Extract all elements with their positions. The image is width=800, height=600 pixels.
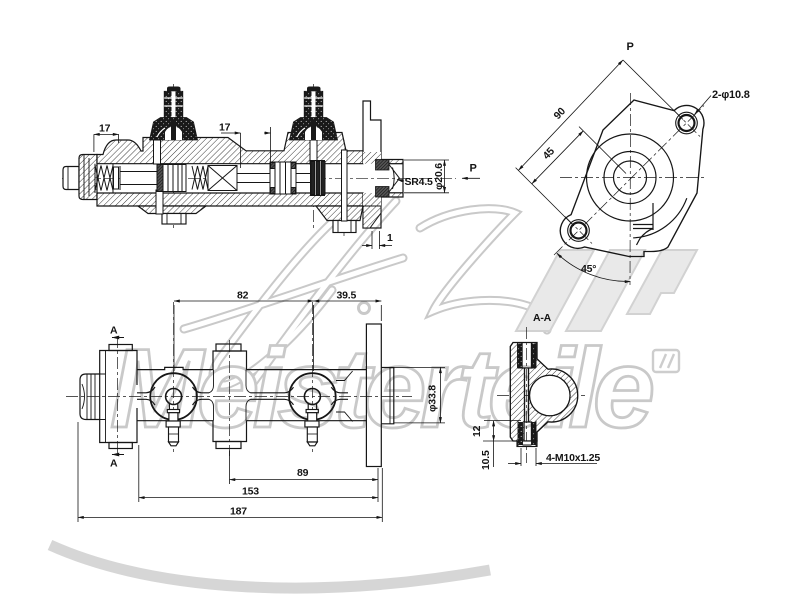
svg-text:17: 17 xyxy=(219,122,231,134)
svg-text:39.5: 39.5 xyxy=(337,290,357,302)
svg-text:4-M10x1.25: 4-M10x1.25 xyxy=(546,452,600,464)
svg-text:153: 153 xyxy=(242,486,259,498)
svg-text:A: A xyxy=(110,325,118,337)
svg-text:1: 1 xyxy=(387,232,393,244)
svg-text:10.5: 10.5 xyxy=(480,450,492,470)
svg-text:A-A: A-A xyxy=(533,312,552,324)
svg-text:P: P xyxy=(470,163,477,175)
svg-text:45°: 45° xyxy=(581,263,596,275)
svg-text:φ20.6: φ20.6 xyxy=(433,163,445,190)
svg-text:φ33.8: φ33.8 xyxy=(427,385,439,412)
svg-text:2-φ10.8: 2-φ10.8 xyxy=(712,89,750,101)
svg-text:P: P xyxy=(627,41,634,53)
svg-text:SR4.5: SR4.5 xyxy=(405,176,434,188)
svg-text:A: A xyxy=(110,458,118,470)
svg-text:17: 17 xyxy=(99,123,111,135)
svg-text:89: 89 xyxy=(297,467,309,479)
svg-text:187: 187 xyxy=(230,506,247,518)
svg-text:82: 82 xyxy=(237,290,249,302)
svg-text:12: 12 xyxy=(471,425,483,437)
